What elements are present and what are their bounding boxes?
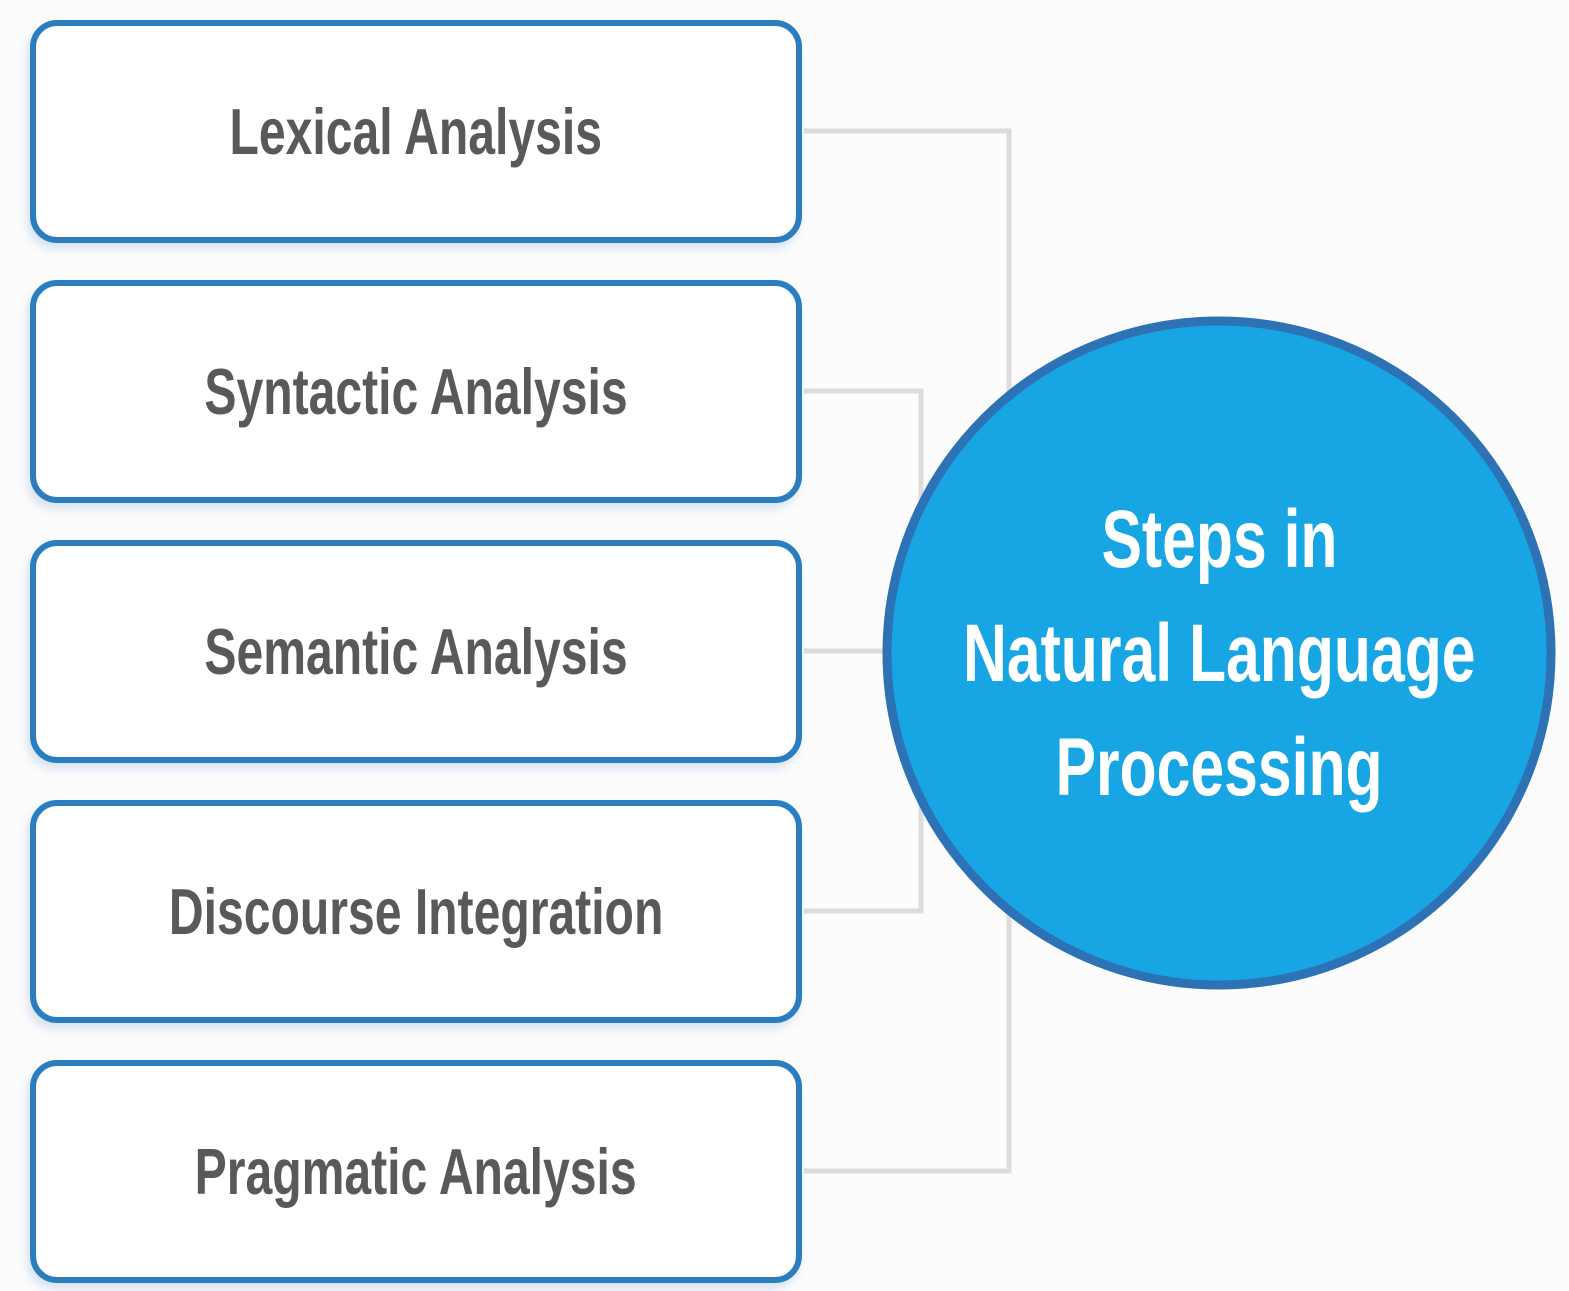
step-label-discourse: Discourse Integration (82, 879, 750, 944)
step-box-pragmatic: Pragmatic Analysis (30, 1060, 802, 1283)
step-label-semantic-text: Semantic Analysis (204, 615, 628, 688)
step-box-discourse: Discourse Integration (30, 800, 802, 1023)
step-label-lexical: Lexical Analysis (164, 99, 667, 164)
step-label-lexical-text: Lexical Analysis (229, 95, 603, 168)
step-label-pragmatic: Pragmatic Analysis (117, 1139, 714, 1204)
step-label-syntactic-text: Syntactic Analysis (204, 355, 628, 428)
step-label-semantic: Semantic Analysis (130, 619, 702, 684)
step-label-discourse-text: Discourse Integration (168, 875, 664, 948)
step-box-lexical: Lexical Analysis (30, 20, 802, 243)
hub-circle (882, 316, 1556, 990)
step-label-syntactic: Syntactic Analysis (130, 359, 702, 424)
step-box-syntactic: Syntactic Analysis (30, 280, 802, 503)
step-box-semantic: Semantic Analysis (30, 540, 802, 763)
step-label-pragmatic-text: Pragmatic Analysis (194, 1135, 638, 1208)
